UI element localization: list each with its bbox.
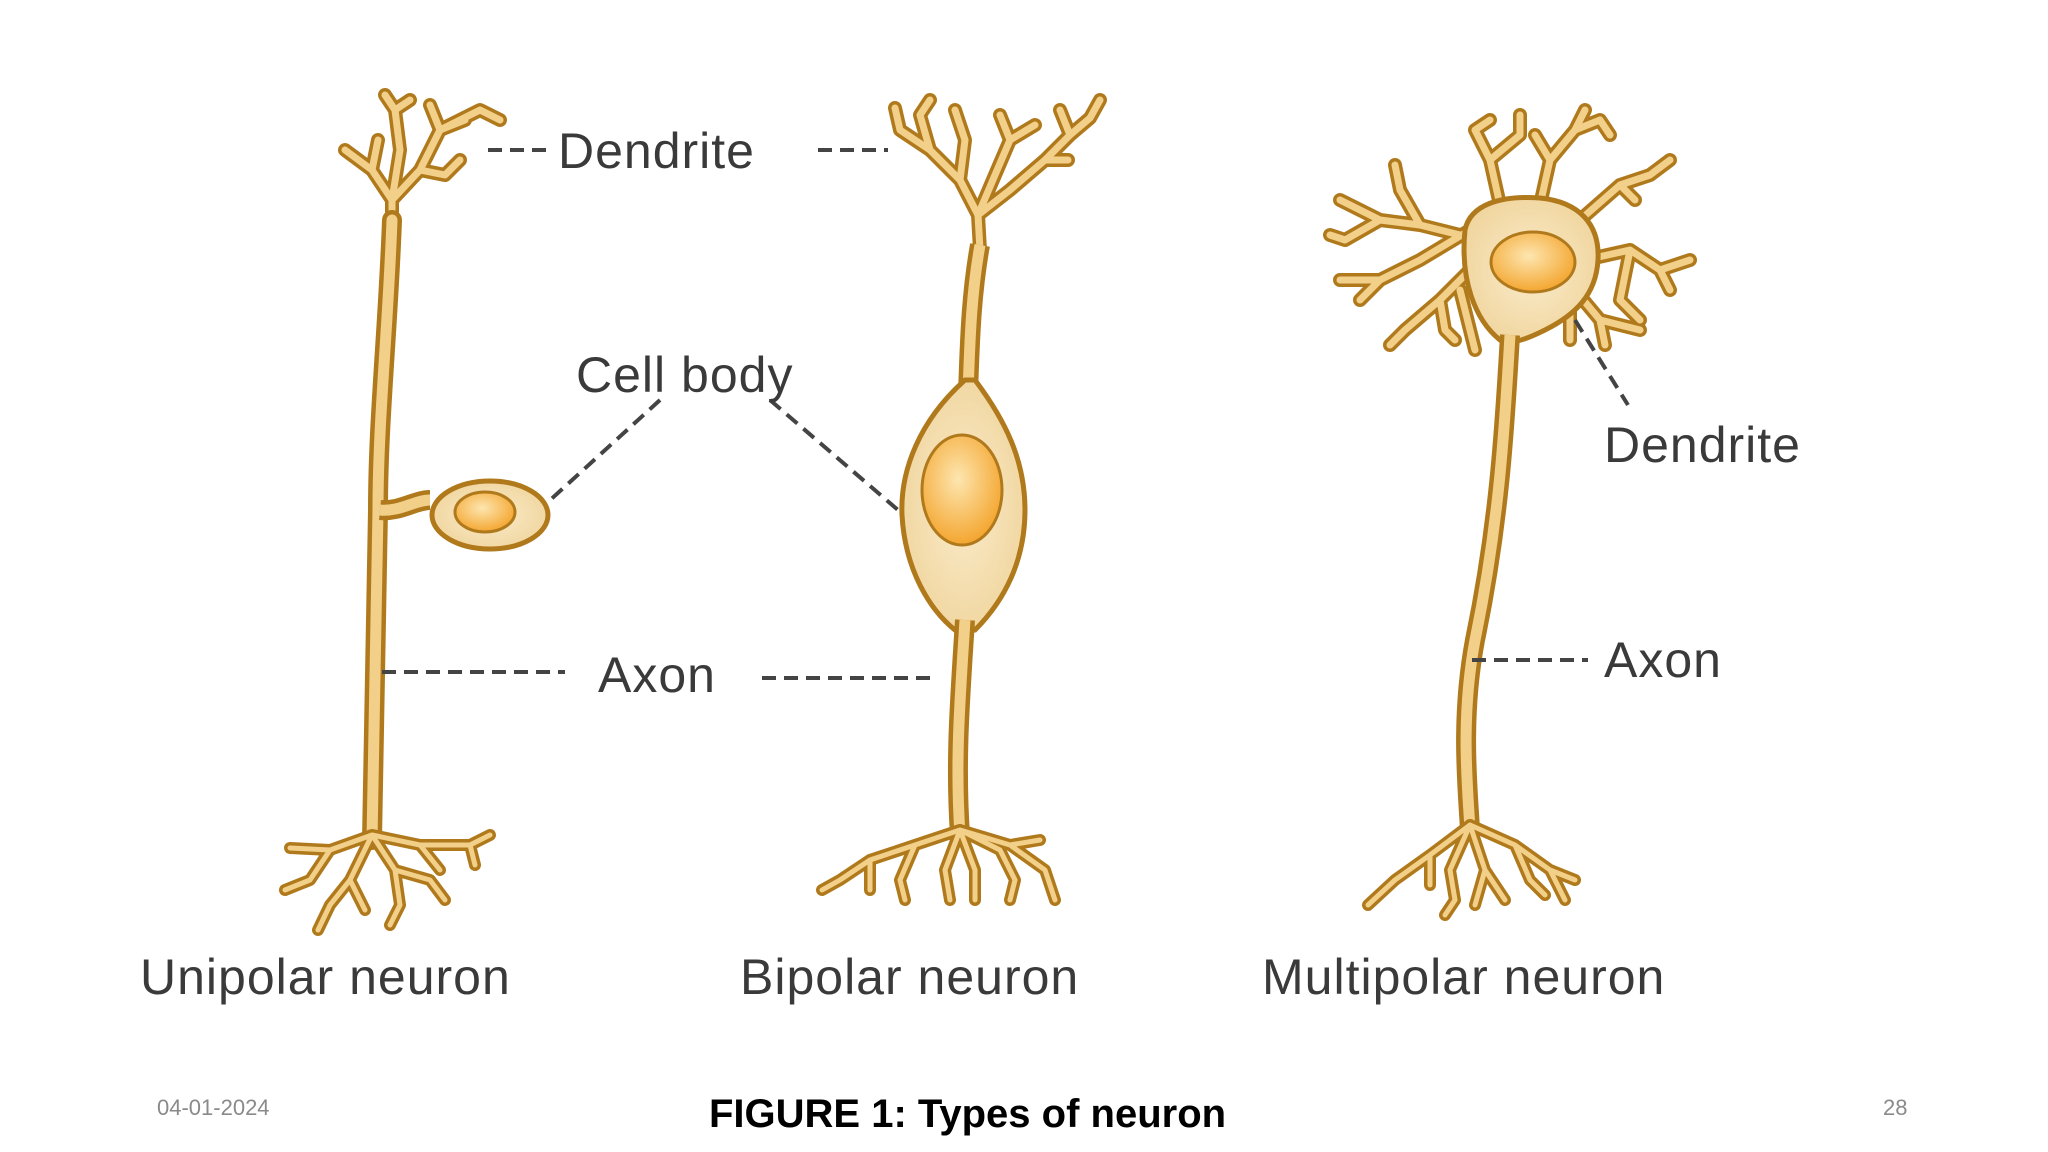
unipolar-stalk [379,490,431,521]
label-dendrite: Dendrite [558,123,755,179]
bipolar-nucleus [920,433,1004,547]
label-dendrite-multipolar: Dendrite [1604,417,1801,473]
unipolar-axon-terminals [279,829,496,936]
bipolar-axon [947,619,975,836]
caption-bipolar: Bipolar neuron [740,949,1080,1005]
leader-cellbody-right [768,398,900,512]
multipolar-axon-terminals [1362,819,1581,921]
label-axon: Axon [598,647,716,703]
multipolar-neuron [1323,103,1697,921]
label-cell-body: Cell body [576,347,794,403]
unipolar-axon [362,210,402,850]
unipolar-dendrites [338,88,507,232]
bipolar-neuron [816,93,1107,906]
slide-page-number: 28 [1883,1095,1908,1120]
unipolar-neuron [279,88,551,936]
bipolar-upper-process [958,243,990,396]
figure-title: FIGURE 1: Types of neuron [709,1092,1227,1136]
multipolar-nucleus [1489,230,1577,294]
leader-lines [382,148,1630,680]
leader-cellbody-left [546,398,662,504]
label-axon-multipolar: Axon [1604,632,1722,688]
bipolar-axon-terminals [816,824,1061,906]
bipolar-dendrites [888,93,1107,257]
unipolar-nucleus [453,490,517,534]
slide-date: 04-01-2024 [157,1095,270,1120]
multipolar-dendrites [1323,103,1697,357]
leader-dendrite-multi [1573,318,1630,407]
caption-multipolar: Multipolar neuron [1262,949,1666,1005]
caption-unipolar: Unipolar neuron [140,949,511,1005]
multipolar-axon [1456,334,1520,831]
